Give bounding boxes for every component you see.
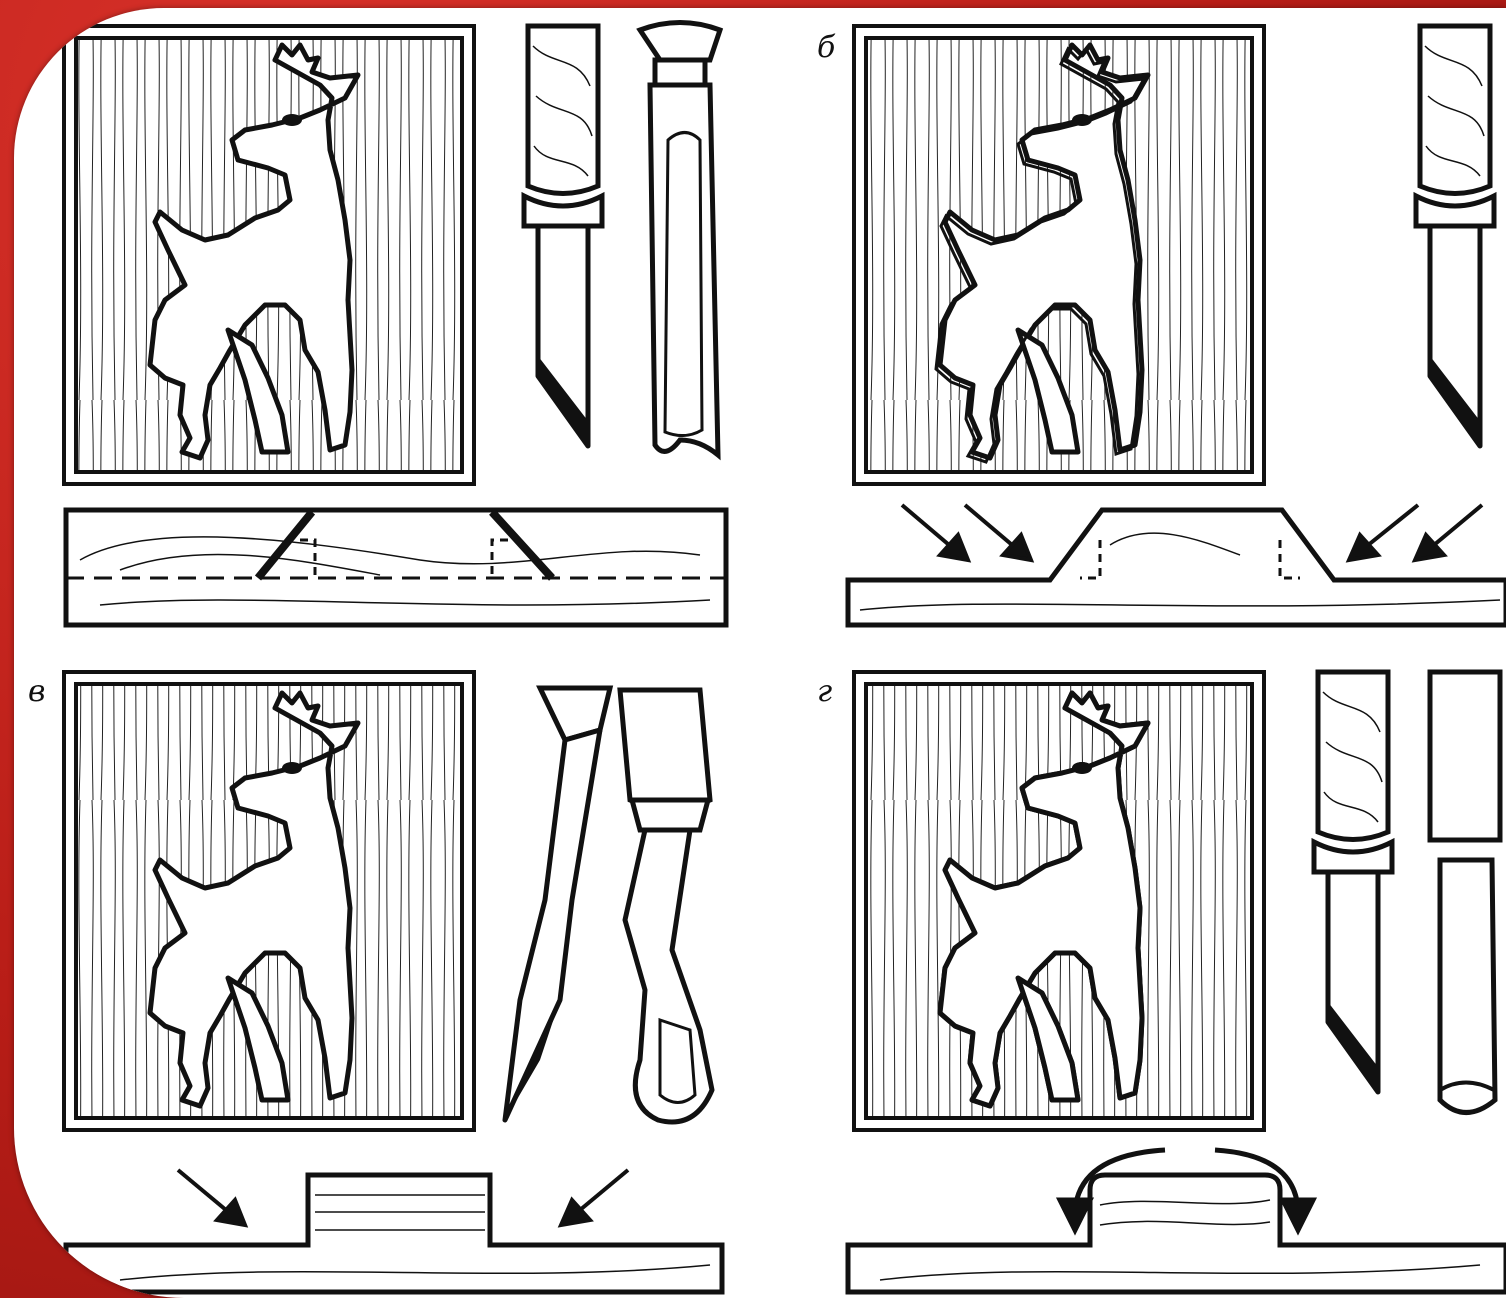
skew-knife-tool-c (505, 688, 610, 1120)
panel-label-b: б (817, 30, 835, 65)
knife-tool-a (524, 26, 602, 446)
chisel-tools-d (1314, 672, 1500, 1113)
panel-c (64, 672, 722, 1292)
knife-tool-b (1416, 26, 1494, 446)
panel-b (848, 26, 1506, 625)
panel-d (848, 672, 1506, 1292)
wood-section-c (66, 1175, 722, 1292)
carving-steps-diagram (14, 8, 1506, 1298)
wood-section-d (848, 1175, 1506, 1292)
wood-section-a (66, 510, 726, 625)
panel-label-c: в (28, 674, 45, 709)
wood-section-b (848, 510, 1506, 625)
illustration-panel: б в г (14, 8, 1506, 1298)
gouge-tool-a (640, 23, 720, 456)
panel-label-d: г (817, 674, 832, 709)
bent-gouge-tool-c (620, 690, 712, 1122)
panel-a (64, 23, 726, 626)
